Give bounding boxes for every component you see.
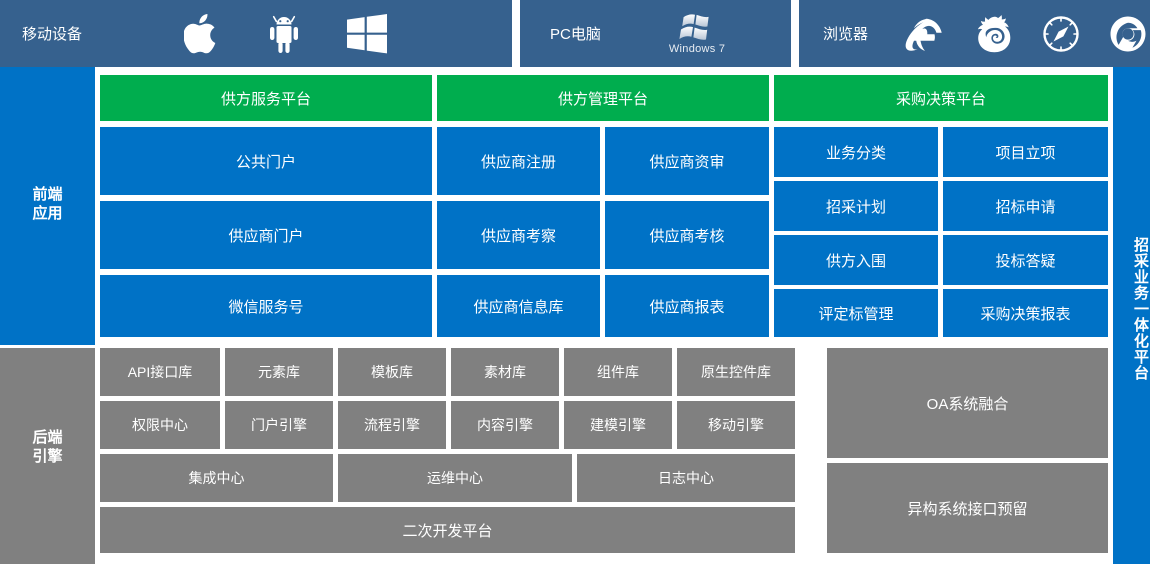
tile-public-portal[interactable]: 公共门户 xyxy=(100,127,432,195)
group-header-procurement-decision[interactable]: 采购决策平台 xyxy=(774,75,1108,121)
tile-supplier-assessment[interactable]: 供应商考核 xyxy=(605,201,769,269)
topbar-divider-2 xyxy=(791,0,799,67)
tile-log-center[interactable]: 日志中心 xyxy=(577,454,795,502)
rail-platform: 招采业务一体化平台 xyxy=(1113,67,1150,564)
tile-portal-engine[interactable]: 门户引擎 xyxy=(225,401,333,449)
tile-supplier-info-database[interactable]: 供应商信息库 xyxy=(437,275,600,337)
tile-element-library[interactable]: 元素库 xyxy=(225,348,333,396)
android-icon xyxy=(266,13,302,55)
rail-platform-label: 招采业务一体化平台 xyxy=(1132,237,1149,381)
tile-template-library[interactable]: 模板库 xyxy=(338,348,446,396)
tile-operations-center[interactable]: 运维中心 xyxy=(338,454,572,502)
group-header-supplier-service[interactable]: 供方服务平台 xyxy=(100,75,432,121)
internet-explorer-icon xyxy=(904,12,950,56)
tile-oa-system-integration[interactable]: OA系统融合 xyxy=(827,348,1108,458)
backend-main-block: API接口库 元素库 模板库 素材库 组件库 原生控件库 权限中心 门户引擎 流… xyxy=(100,348,822,564)
rail-backend-label: 后端 引擎 xyxy=(0,428,95,466)
tile-api-library[interactable]: API接口库 xyxy=(100,348,220,396)
topbar-mobile-label: 移动设备 xyxy=(22,26,83,43)
tile-heterogeneous-system-interface[interactable]: 异构系统接口预留 xyxy=(827,463,1108,553)
tile-procurement-plan[interactable]: 招采计划 xyxy=(774,181,938,231)
backend-integration-block: OA系统融合 异构系统接口预留 xyxy=(827,348,1108,564)
rail-frontend: 前端 应用 xyxy=(0,67,95,345)
windows7-icon xyxy=(679,12,715,42)
tile-material-library[interactable]: 素材库 xyxy=(451,348,559,396)
topbar-segment-pc: PC电脑 xyxy=(520,0,791,67)
tile-business-classification[interactable]: 业务分类 xyxy=(774,127,938,177)
tile-content-engine[interactable]: 内容引擎 xyxy=(451,401,559,449)
frontend-group-supplier-service: 供方服务平台 公共门户 供应商门户 微信服务号 xyxy=(100,67,432,345)
tile-supplier-shortlist[interactable]: 供方入围 xyxy=(774,235,938,285)
rail-frontend-line2: 应用 xyxy=(32,205,63,222)
rail-backend-line1: 后端 xyxy=(32,429,63,446)
tile-modeling-engine[interactable]: 建模引擎 xyxy=(564,401,672,449)
frontend-group-supplier-management: 供方管理平台 供应商注册 供应商资审 供应商考察 供应商考核 供应商信息库 供应… xyxy=(437,67,769,345)
architecture-body: 前端 应用 后端 引擎 招采业务一体化平台 供方服务平台 公共门户 供应商门户 … xyxy=(0,67,1150,564)
tile-secondary-development-platform[interactable]: 二次开发平台 xyxy=(100,507,795,553)
frontend-zone: 供方服务平台 公共门户 供应商门户 微信服务号 供方管理平台 供应商注册 供应商… xyxy=(100,67,1108,345)
rail-frontend-label: 前端 应用 xyxy=(0,185,95,223)
tile-procurement-decision-report[interactable]: 采购决策报表 xyxy=(943,289,1108,337)
rail-backend-line2: 引擎 xyxy=(32,448,63,465)
frontend-group-procurement-decision: 采购决策平台 业务分类 项目立项 招采计划 招标申请 供方入围 投标答疑 评定标… xyxy=(774,67,1108,345)
device-topbar: 移动设备 xyxy=(0,0,1150,67)
chrome-icon xyxy=(1106,12,1150,56)
browser-icon-group xyxy=(904,12,1150,56)
tile-project-initiation[interactable]: 项目立项 xyxy=(943,127,1108,177)
tile-supplier-inspection[interactable]: 供应商考察 xyxy=(437,201,600,269)
tile-bid-clarification[interactable]: 投标答疑 xyxy=(943,235,1108,285)
tile-integration-center[interactable]: 集成中心 xyxy=(100,454,333,502)
rail-backend: 后端 引擎 xyxy=(0,348,95,564)
backend-zone: API接口库 元素库 模板库 素材库 组件库 原生控件库 权限中心 门户引擎 流… xyxy=(100,348,1108,564)
tile-permission-center[interactable]: 权限中心 xyxy=(100,401,220,449)
tile-bid-evaluation-management[interactable]: 评定标管理 xyxy=(774,289,938,337)
tile-mobile-engine[interactable]: 移动引擎 xyxy=(677,401,795,449)
apple-icon xyxy=(184,12,222,56)
topbar-pc-label: PC电脑 xyxy=(550,26,601,43)
tile-native-control-library[interactable]: 原生控件库 xyxy=(677,348,795,396)
tile-tender-application[interactable]: 招标申请 xyxy=(943,181,1108,231)
tile-wechat-service-account[interactable]: 微信服务号 xyxy=(100,275,432,337)
mobile-icon-group xyxy=(184,12,388,56)
tile-supplier-portal[interactable]: 供应商门户 xyxy=(100,201,432,269)
tile-supplier-report[interactable]: 供应商报表 xyxy=(605,275,769,337)
group-header-supplier-management[interactable]: 供方管理平台 xyxy=(437,75,769,121)
tile-workflow-engine[interactable]: 流程引擎 xyxy=(338,401,446,449)
topbar-segment-mobile: 移动设备 xyxy=(0,0,512,67)
tile-component-library[interactable]: 组件库 xyxy=(564,348,672,396)
firefox-icon xyxy=(974,12,1016,56)
topbar-browser-label: 浏览器 xyxy=(823,26,869,43)
pc-icon-group: Windows 7 xyxy=(669,12,726,55)
windows7-caption: Windows 7 xyxy=(668,43,726,55)
tile-supplier-registration[interactable]: 供应商注册 xyxy=(437,127,600,195)
safari-icon xyxy=(1040,12,1082,56)
topbar-segment-browser: 浏览器 xyxy=(799,0,1150,67)
windows-phone-icon xyxy=(346,13,388,55)
topbar-divider-1 xyxy=(512,0,520,67)
tile-supplier-qualification-review[interactable]: 供应商资审 xyxy=(605,127,769,195)
rail-frontend-line1: 前端 xyxy=(32,186,63,203)
